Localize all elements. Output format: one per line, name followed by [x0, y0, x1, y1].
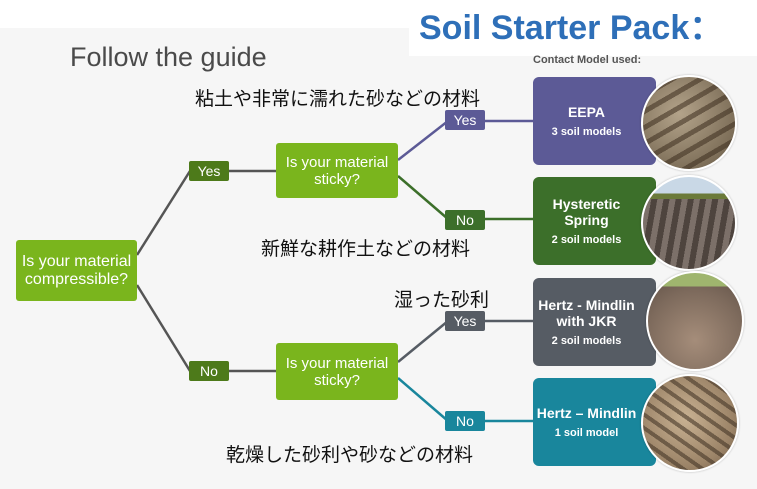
annotation-clay-wet-sand: 粘土や非常に濡れた砂などの材料	[195, 88, 481, 110]
soil-photo-clay	[641, 75, 737, 171]
soil-photo-dry-sand	[641, 374, 739, 472]
model-name: Hertz – Mindlin	[536, 405, 637, 421]
question-sticky-bottom: Is your material sticky?	[276, 343, 398, 400]
model-count: 2 soil models	[551, 234, 622, 246]
model-box-hertz-mindlin: Hertz – Mindlin 1 soil model	[533, 378, 656, 466]
question-compressible: Is your material compressible?	[16, 240, 137, 301]
label-top-yes: Yes	[445, 110, 485, 130]
connector-q1-no	[397, 175, 449, 220]
model-count: 3 soil models	[551, 126, 622, 138]
model-count: 1 soil model	[554, 427, 619, 439]
label-top-no: No	[445, 210, 485, 230]
label-root-yes: Yes	[189, 161, 229, 181]
connector-q2-no	[397, 377, 449, 422]
annotation-wet-gravel: 湿った砂利	[394, 289, 490, 311]
label-bottom-yes: Yes	[445, 311, 485, 331]
label-root-no: No	[189, 361, 229, 381]
model-name: Hysteretic Spring	[552, 196, 621, 228]
connector-root-down	[135, 284, 192, 372]
connector-root-up	[135, 170, 192, 256]
page-title: Soil Starter Pack：	[409, 0, 757, 56]
label-bottom-no: No	[445, 411, 485, 431]
connector-q1-yes	[397, 120, 449, 161]
model-name: Hertz - Mindlin with JKR	[538, 297, 635, 329]
annotation-tilled-soil: 新鮮な耕作土などの材料	[261, 238, 471, 260]
guide-heading: Follow the guide	[70, 42, 267, 72]
model-name: EEPA	[567, 104, 606, 120]
question-sticky-top: Is your material sticky?	[276, 143, 398, 198]
model-count: 2 soil models	[551, 335, 622, 347]
soil-photo-tilled-soil	[641, 175, 737, 271]
annotation-dry-gravel-sand: 乾燥した砂利や砂などの材料	[226, 444, 474, 466]
model-box-hertz-mindlin-jkr: Hertz - Mindlin with JKR 2 soil models	[533, 278, 656, 366]
model-box-eepa: EEPA 3 soil models	[533, 77, 656, 165]
connector-q2-yes	[397, 320, 449, 363]
model-box-hysteretic-spring: Hysteretic Spring 2 soil models	[533, 177, 656, 265]
contact-model-heading: Contact Model used:	[533, 54, 642, 66]
soil-photo-wet-gravel	[646, 271, 744, 371]
